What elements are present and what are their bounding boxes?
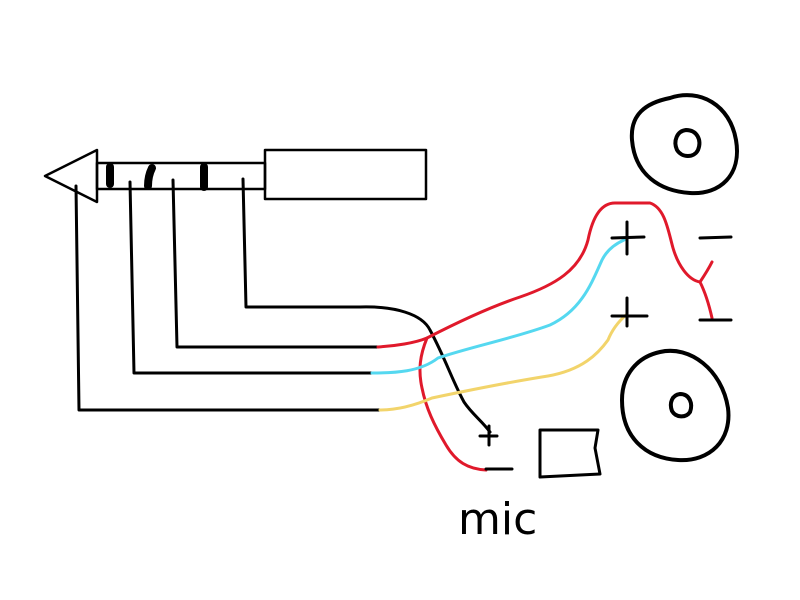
jack-ring-2 xyxy=(144,164,156,190)
speaker-plus-terminal-bottom xyxy=(610,296,649,328)
jack-tip-arrow xyxy=(43,148,99,204)
mic-plus-terminal xyxy=(478,424,499,447)
speaker-plus-terminal-top xyxy=(610,220,646,256)
speaker-top xyxy=(629,93,739,196)
lead-sleeve xyxy=(241,177,362,309)
wire-red-common xyxy=(376,201,714,349)
lead-ring-2 xyxy=(171,178,380,349)
jack-leads xyxy=(74,177,382,412)
jack-shaft xyxy=(95,161,267,191)
jack-plug-body xyxy=(263,148,428,201)
speaker-bottom xyxy=(620,348,731,463)
lead-tip xyxy=(74,184,382,412)
microphone: mic xyxy=(458,424,602,545)
wire-yellow xyxy=(378,313,628,412)
wire-black-mic xyxy=(358,305,492,434)
mic-label: mic xyxy=(458,494,537,545)
wire-red-mic-minus xyxy=(418,336,488,472)
trrs-jack xyxy=(43,148,428,204)
lead-ring-1 xyxy=(128,180,374,375)
common-minus-terminals xyxy=(698,235,733,322)
wire-cyan xyxy=(370,238,626,375)
mic-body xyxy=(538,428,602,479)
